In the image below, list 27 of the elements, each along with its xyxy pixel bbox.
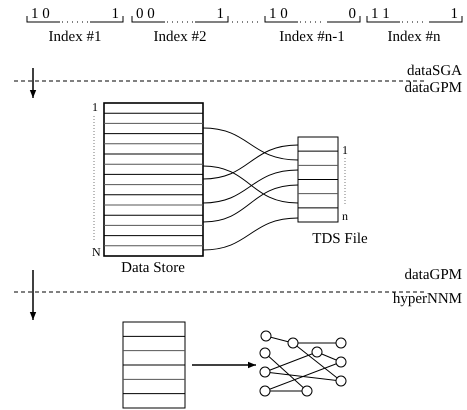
row-number: 1 <box>92 101 98 113</box>
layer-label: dataSGA <box>407 64 462 79</box>
index-label: Index #2 <box>154 30 206 45</box>
table-caption: TDS File <box>312 232 368 247</box>
connector-line <box>202 128 298 160</box>
arrow <box>192 362 256 368</box>
bit-label: 1 <box>216 7 224 22</box>
index-label: Index #n-1 <box>279 30 345 45</box>
index-label: Index #1 <box>48 30 102 45</box>
layer-label: hyperNNM <box>392 292 462 307</box>
bit-label: 1 0 <box>269 7 288 22</box>
row-number: N <box>92 246 101 258</box>
connector-line <box>202 184 298 222</box>
layer-label: dataGPM <box>404 268 462 283</box>
bit-label: 1 1 <box>371 7 390 22</box>
bit-label: 1 <box>450 7 458 22</box>
bit-label: 1 <box>112 7 119 22</box>
index-label: Index #n <box>388 30 440 45</box>
table-caption: Data Store <box>121 261 185 276</box>
bit-label: 0 <box>348 7 356 22</box>
bit-label: 1 0 <box>31 7 50 22</box>
connector-line <box>202 144 298 180</box>
bit-label: 0 0 <box>136 7 155 22</box>
layer-label: dataGPM <box>404 81 462 96</box>
connector-line <box>202 218 298 250</box>
row-number: 1 <box>342 144 348 156</box>
row-number: n <box>342 210 348 222</box>
